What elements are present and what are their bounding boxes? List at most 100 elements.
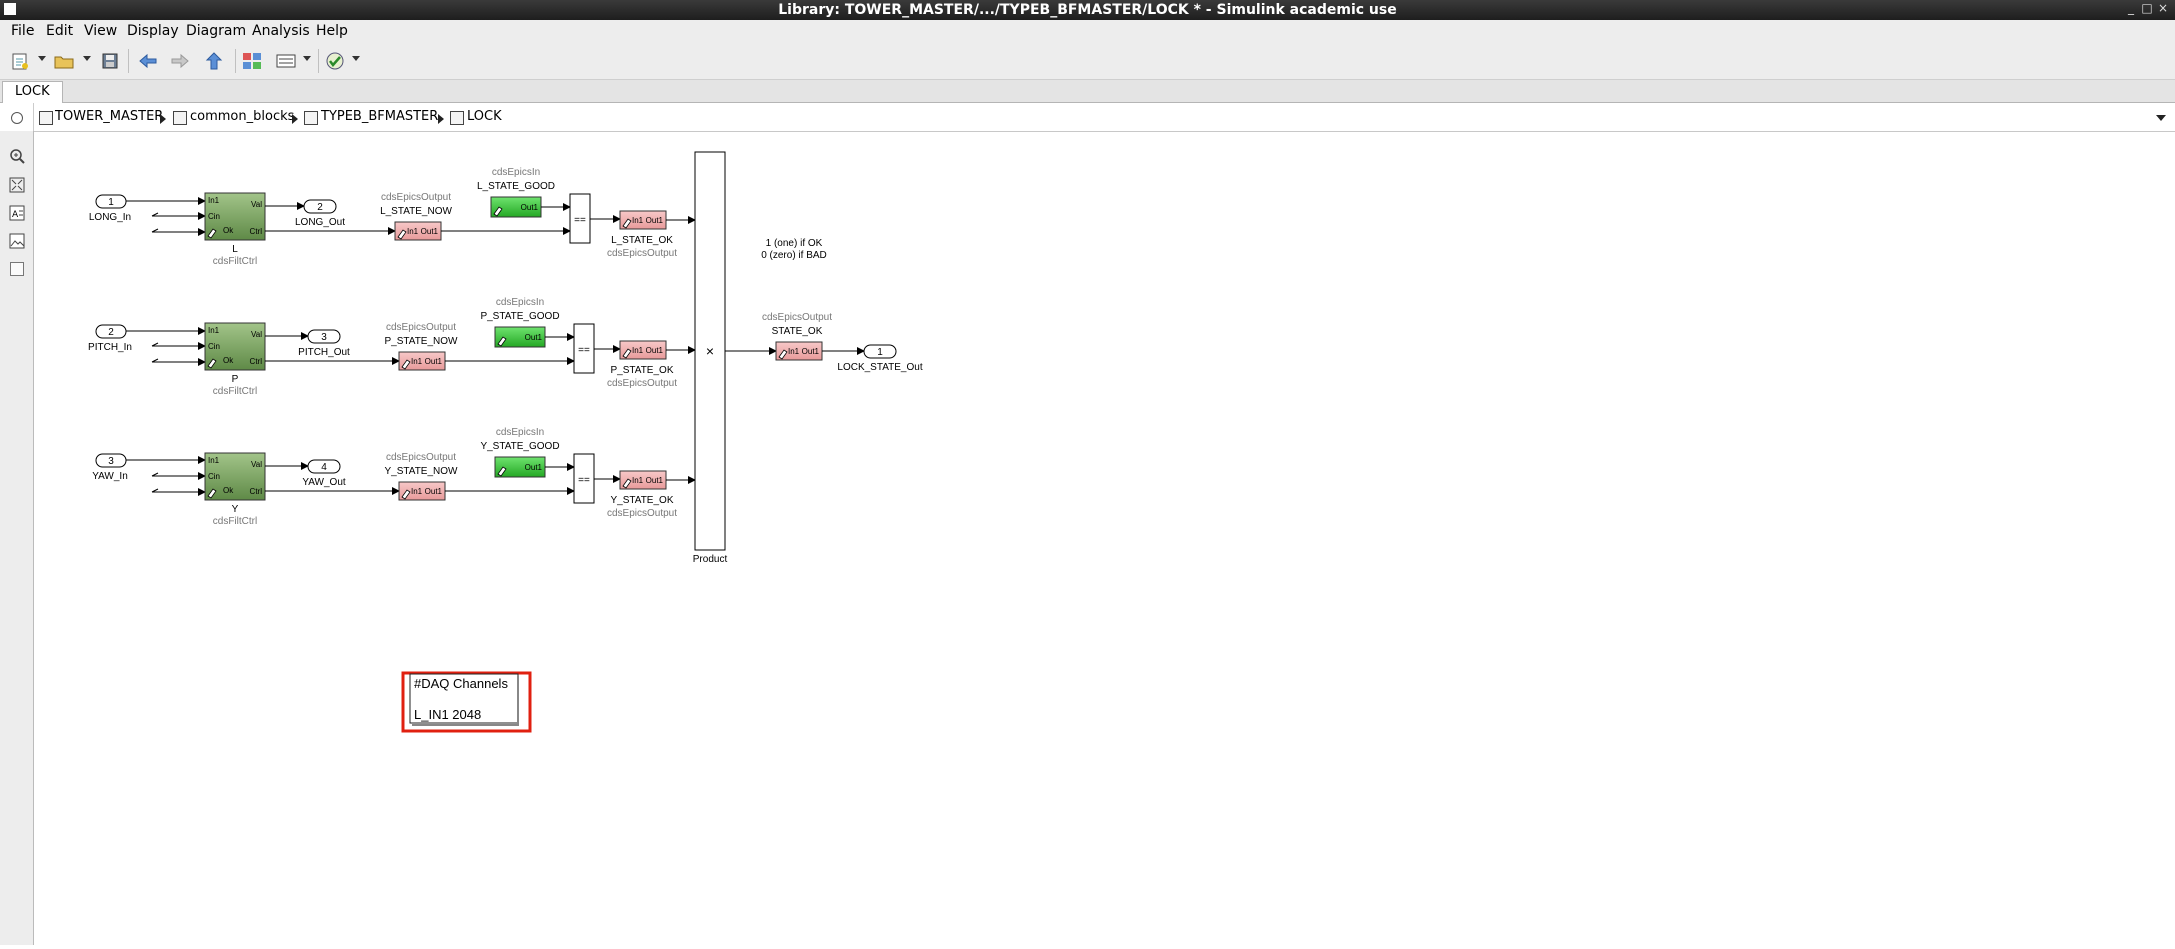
link-icon <box>622 348 632 359</box>
app-icon <box>4 3 16 15</box>
outport-2[interactable] <box>303 199 337 214</box>
filt-port-cin: Cin <box>208 472 220 481</box>
toolbar-separator <box>318 49 319 73</box>
model-icon <box>39 111 53 125</box>
open-dropdown-icon[interactable] <box>83 56 91 61</box>
link-icon <box>401 489 411 500</box>
outport-long-label: LONG_Out <box>295 217 345 228</box>
outport-4[interactable] <box>307 459 341 474</box>
link-icon <box>497 466 507 477</box>
menu-file[interactable]: File <box>11 23 35 39</box>
breadcrumb-chevron-icon <box>438 114 444 124</box>
outport-4-number: 4 <box>321 462 327 473</box>
outport-1[interactable] <box>863 344 897 359</box>
advisor-dropdown-icon[interactable] <box>352 56 360 61</box>
breadcrumb-lock[interactable]: LOCK <box>467 109 502 124</box>
area-icon[interactable] <box>9 261 25 277</box>
breadcrumb-typeb-bfmaster[interactable]: TYPEB_BFMASTER <box>321 109 439 124</box>
palette-panel: A <box>0 131 34 945</box>
save-button[interactable] <box>98 50 122 72</box>
filt-block-p-name: P <box>232 374 239 385</box>
library-browser-button[interactable] <box>240 50 264 72</box>
breadcrumb-tower-master[interactable]: TOWER_MASTER <box>55 109 164 124</box>
epics-output-type: cdsEpicsOutput <box>762 312 832 323</box>
window-title: Library: TOWER_MASTER/.../TYPEB_BFMASTER… <box>778 2 1397 18</box>
image-icon[interactable] <box>9 233 25 249</box>
forward-arrow-icon <box>171 53 189 69</box>
filt-port-in1: In1 <box>208 456 220 465</box>
filt-port-val: Val <box>251 200 262 209</box>
up-button[interactable] <box>202 50 226 72</box>
link-icon <box>207 358 217 369</box>
filt-port-in1: In1 <box>208 326 220 335</box>
product-block[interactable] <box>694 151 726 551</box>
l-state-ok-label: L_STATE_OK <box>611 235 673 246</box>
annotation-icon[interactable]: A <box>9 205 25 221</box>
epics-in-port: In1 <box>411 487 423 496</box>
tab-lock[interactable]: LOCK <box>2 81 63 103</box>
forward-button[interactable] <box>168 50 192 72</box>
ground-icon <box>151 342 159 363</box>
link-icon <box>401 359 411 370</box>
filt-block-y[interactable] <box>204 452 266 501</box>
annotation-ok-line: 1 (one) if OK <box>766 238 823 249</box>
maximize-icon[interactable]: □ <box>2141 1 2153 15</box>
model-advisor-button[interactable] <box>323 50 347 72</box>
row-long: 1 LONG_In In1 Cin Ok Val Ctrl L cdsFiltC… <box>89 167 696 267</box>
menu-edit[interactable]: Edit <box>46 23 74 39</box>
hide-explorer-icon[interactable] <box>11 112 23 124</box>
minimize-icon[interactable]: _ <box>2128 1 2134 15</box>
diagram-canvas[interactable]: 1 LONG_In In1 Cin Ok Val Ctrl L cdsFiltC… <box>34 132 2175 945</box>
y-state-ok-label: Y_STATE_OK <box>611 495 674 506</box>
link-icon <box>778 349 788 360</box>
epics-input-type: cdsEpicsIn <box>496 427 544 438</box>
menu-analysis[interactable]: Analysis <box>252 23 310 39</box>
filt-block-y-name: Y <box>232 504 239 515</box>
product-label: Product <box>693 554 728 565</box>
breadcrumb-common-blocks[interactable]: common_blocks <box>190 109 295 124</box>
folder-icon <box>54 56 74 69</box>
close-icon[interactable]: × <box>2157 1 2169 15</box>
menu-diagram[interactable]: Diagram <box>186 23 247 39</box>
save-icon <box>102 53 118 69</box>
outport-3[interactable] <box>307 329 341 344</box>
daq-note-box[interactable] <box>409 673 519 724</box>
epics-output-type: cdsEpicsOutput <box>386 452 456 463</box>
zoom-icon[interactable] <box>9 148 25 164</box>
daq-title: #DAQ Channels <box>414 676 508 691</box>
epics-out-port: Out1 <box>425 357 443 366</box>
breadcrumb-dropdown-icon[interactable] <box>2156 115 2166 121</box>
model-config-button[interactable] <box>274 50 298 72</box>
p-state-good-label: P_STATE_GOOD <box>480 311 559 322</box>
filt-port-ok: Ok <box>223 486 234 495</box>
y-state-good-label: Y_STATE_GOOD <box>480 441 559 452</box>
relational-op-symbol: == <box>578 475 590 486</box>
l-state-now-label: L_STATE_NOW <box>380 206 452 217</box>
model-config-icon <box>276 54 296 68</box>
toolbar-separator <box>128 49 129 73</box>
relational-op-symbol: == <box>574 215 586 226</box>
block-diagram[interactable]: 1 LONG_In In1 Cin Ok Val Ctrl L cdsFiltC… <box>34 132 2175 945</box>
filt-port-ok: Ok <box>223 226 234 235</box>
new-model-button[interactable] <box>8 50 32 72</box>
subsystem-icon <box>450 111 464 125</box>
back-button[interactable] <box>136 50 160 72</box>
subsystem-icon <box>173 111 187 125</box>
config-dropdown-icon[interactable] <box>303 56 311 61</box>
new-dropdown-icon[interactable] <box>38 56 46 61</box>
epics-out-port: Out1 <box>525 463 543 472</box>
epics-in-port: In1 <box>632 346 644 355</box>
filt-block-l-type: cdsFiltCtrl <box>213 256 257 267</box>
open-button[interactable] <box>52 50 76 72</box>
breadcrumb-chevron-icon <box>160 114 166 124</box>
link-icon <box>622 218 632 229</box>
filt-port-ok: Ok <box>223 356 234 365</box>
filt-port-ctrl: Ctrl <box>250 357 263 366</box>
epics-input-type: cdsEpicsIn <box>496 297 544 308</box>
filt-block-l-name: L <box>232 244 238 255</box>
menu-help[interactable]: Help <box>316 23 348 39</box>
menu-display[interactable]: Display <box>127 23 179 39</box>
subsystem-icon <box>304 111 318 125</box>
fit-view-icon[interactable] <box>9 177 25 193</box>
menu-view[interactable]: View <box>84 23 118 39</box>
